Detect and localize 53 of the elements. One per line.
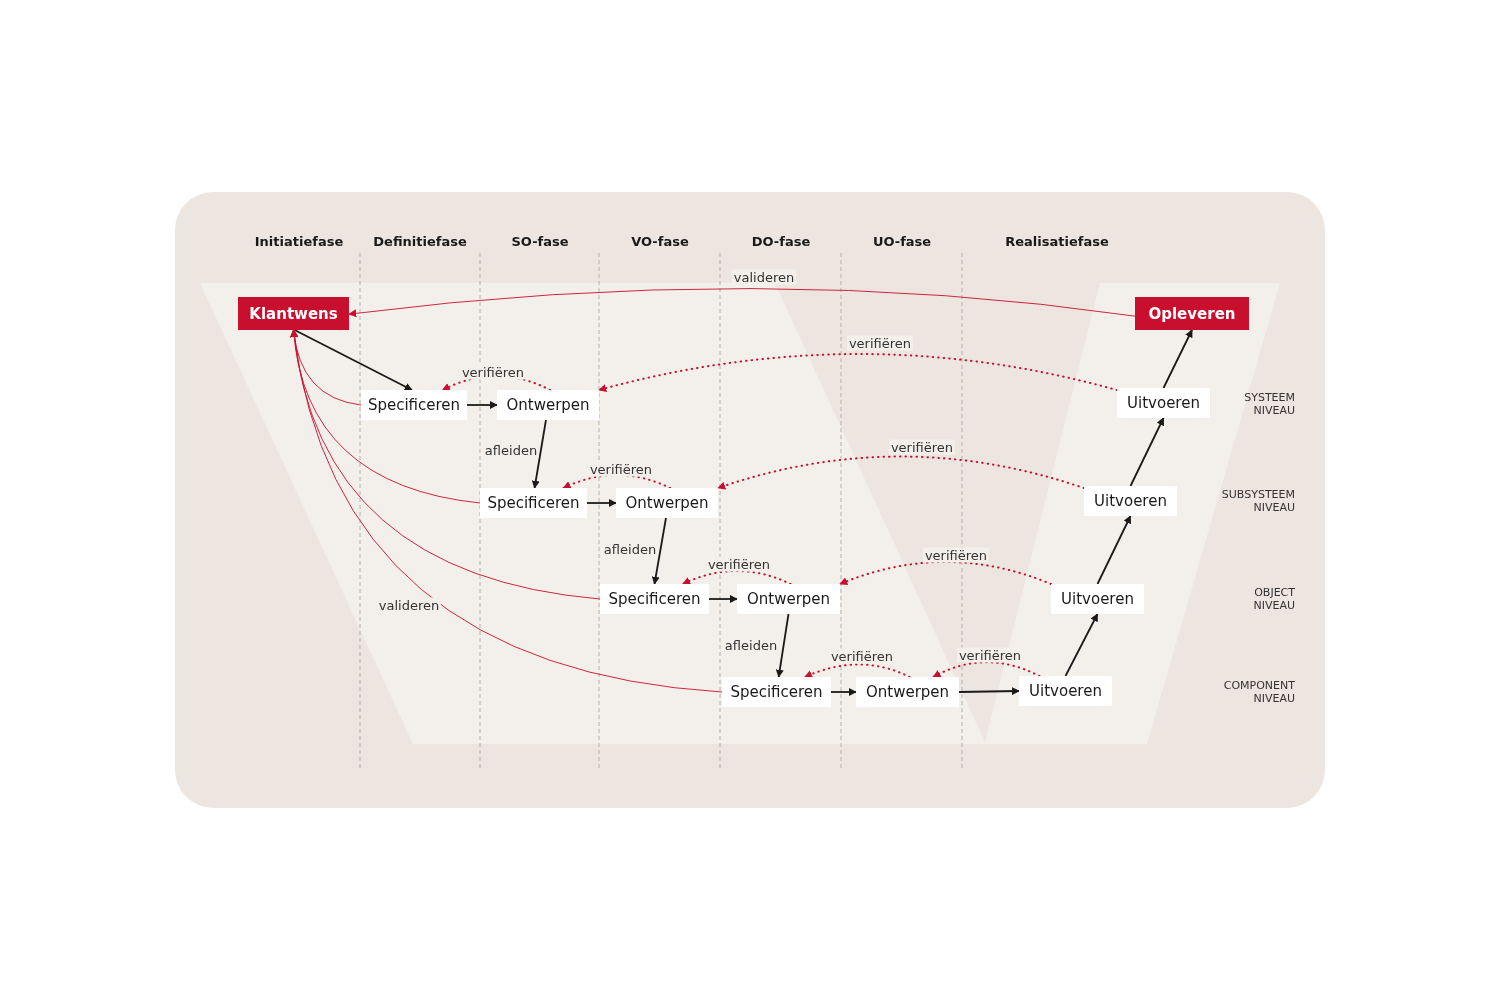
edge-label: verifiëren — [888, 439, 956, 455]
process-box: Ontwerpen — [497, 390, 599, 420]
level-label: COMPONENT NIVEAU — [1223, 679, 1295, 705]
phase-heading: VO-fase — [631, 234, 689, 249]
process-box: Uitvoeren — [1117, 388, 1210, 418]
edge-label: valideren — [376, 597, 442, 613]
arrow — [1162, 329, 1193, 389]
arrow — [651, 517, 667, 585]
edge-label: verifiëren — [922, 547, 990, 563]
process-box: Specificeren — [480, 488, 587, 518]
dotted-arrow — [598, 353, 1118, 393]
dotted-arrow — [932, 661, 1041, 678]
edge-label: afleiden — [722, 637, 780, 653]
dotted-arrow — [839, 561, 1052, 586]
arrow — [466, 401, 498, 409]
milestone-box: Klantwens — [238, 297, 349, 330]
phase-heading: UO-fase — [872, 234, 932, 249]
process-box: Ontwerpen — [856, 677, 959, 707]
phase-heading: SO-fase — [511, 234, 569, 249]
level-label: SYSTEEM NIVEAU — [1244, 391, 1295, 417]
level-label: SUBSYSTEEM NIVEAU — [1221, 488, 1295, 514]
arrow — [293, 329, 413, 391]
edge-label: afleiden — [482, 442, 540, 458]
process-box: Uitvoeren — [1084, 486, 1177, 516]
dotted-arrow — [717, 455, 1085, 490]
level-label: OBJECT NIVEAU — [1253, 586, 1295, 612]
process-box: Specificeren — [361, 390, 467, 420]
arrow — [1096, 515, 1132, 585]
phase-heading: Initiatiefase — [254, 234, 344, 249]
milestone-box: Opleveren — [1135, 297, 1249, 330]
edge-label: afleiden — [601, 541, 659, 557]
process-box: Specificeren — [722, 677, 831, 707]
phase-heading: DO-fase — [751, 234, 811, 249]
arrow — [958, 687, 1020, 696]
arrow — [708, 595, 738, 603]
process-box: Ontwerpen — [737, 584, 840, 614]
process-box: Ontwerpen — [616, 488, 718, 518]
edge-label: valideren — [731, 269, 797, 285]
arrow — [1064, 613, 1099, 677]
edge-label: verifiëren — [459, 364, 527, 380]
arrow — [531, 419, 547, 489]
edge-label: verifiëren — [846, 335, 914, 351]
dotted-arrow — [803, 663, 911, 678]
dotted-arrow — [681, 570, 792, 585]
arrow — [586, 499, 617, 507]
phase-heading: Realisatiefase — [1005, 234, 1109, 249]
process-box: Uitvoeren — [1051, 584, 1144, 614]
arrow — [775, 613, 790, 678]
arrow — [1129, 417, 1165, 487]
arrow — [830, 688, 857, 696]
process-box: Specificeren — [600, 584, 709, 614]
phase-heading: Definitiefase — [373, 234, 467, 249]
process-box: Uitvoeren — [1019, 676, 1112, 706]
